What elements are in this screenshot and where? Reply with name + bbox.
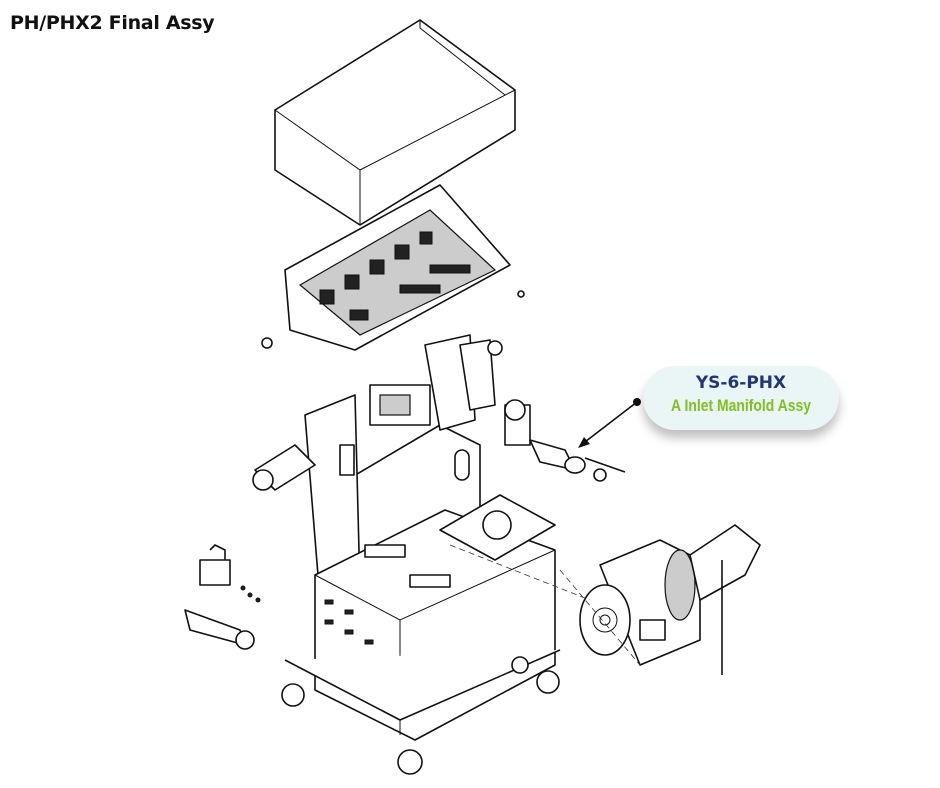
top-cover: [274, 19, 516, 226]
page-title: PH/PHX2 Final Assy: [10, 12, 215, 34]
left-fittings: [184, 444, 316, 650]
callout-part-number: YS-6-PHX: [695, 373, 787, 393]
electrical-panel: [261, 184, 525, 351]
motor: [449, 524, 761, 675]
callout-part-name: A Inlet Manifold Assy: [671, 396, 811, 415]
callout-leader: [578, 398, 641, 448]
inlet-manifold-assy: [459, 339, 626, 482]
tank-cart: [281, 494, 561, 775]
part-callout-label: YS-6-PHX A Inlet Manifold Assy: [643, 366, 839, 430]
